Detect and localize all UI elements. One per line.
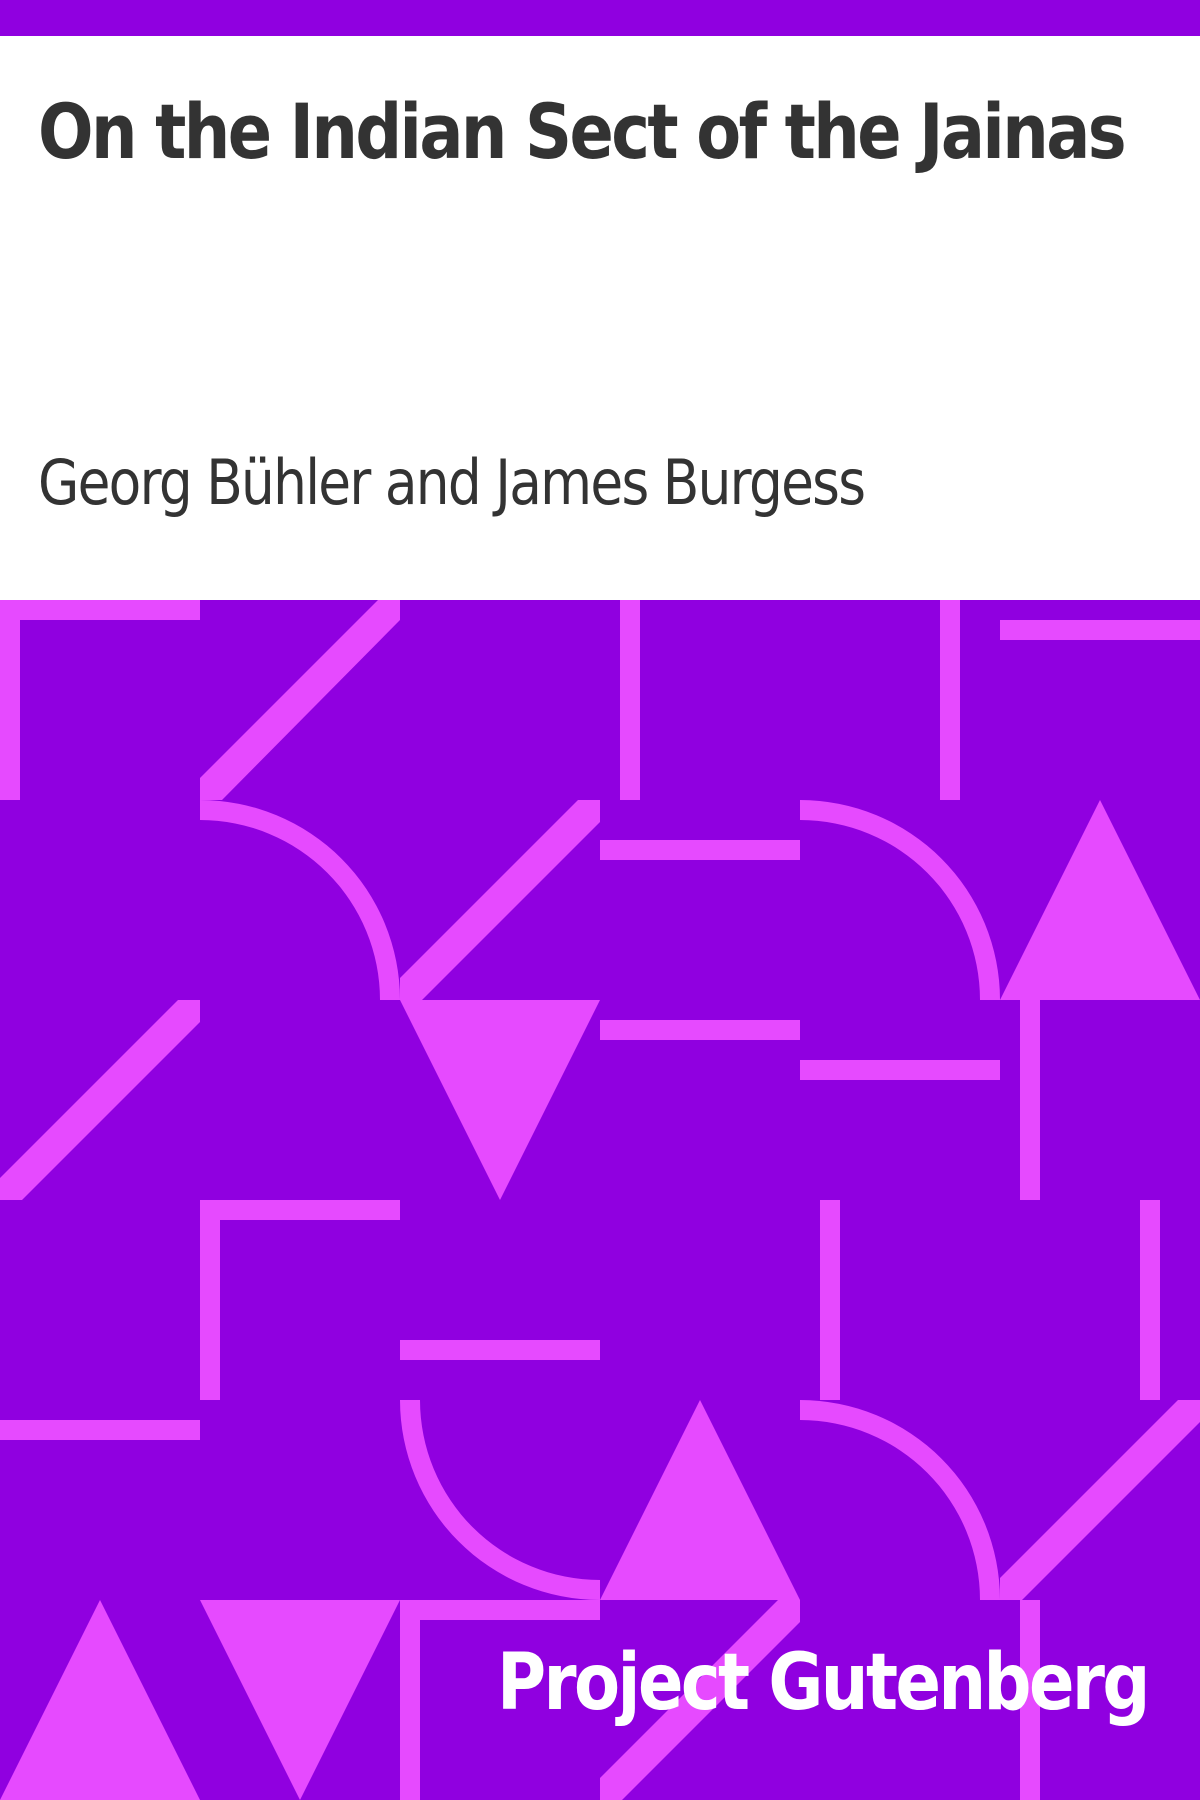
cover-pattern [0, 600, 1200, 1800]
publisher-name: Project Gutenberg [497, 1638, 1150, 1728]
book-title: On the Indian Sect of the Jainas [38, 87, 1127, 176]
top-color-band [0, 0, 1200, 36]
book-author: Georg Bühler and James Burgess [38, 446, 866, 519]
cover-header [0, 36, 1200, 600]
